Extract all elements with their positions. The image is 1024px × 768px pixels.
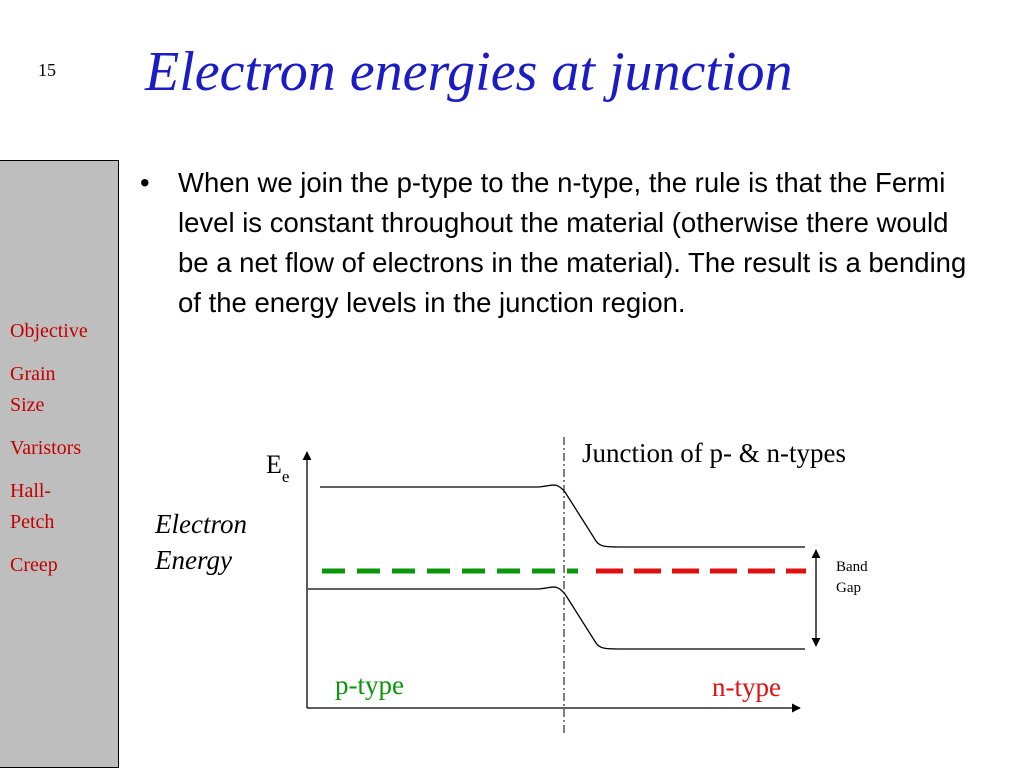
junction-label: Junction of p- & n-types <box>582 438 846 468</box>
nav-item-creep[interactable]: Creep <box>10 554 58 576</box>
bullet-list: • When we join the p-type to the n-type,… <box>140 163 970 323</box>
valence-band-edge <box>308 586 805 650</box>
band-gap-label-line2: Gap <box>836 580 861 596</box>
nav-item-varistors[interactable]: Varistors <box>10 437 82 459</box>
bullet-text: When we join the p-type to the n-type, t… <box>178 167 967 318</box>
bullet-marker: • <box>140 167 150 198</box>
nav-item-objective[interactable]: Objective <box>10 320 88 342</box>
conduction-band-edge <box>320 484 805 548</box>
band-gap-label: Band Gap <box>836 557 868 599</box>
energy-axis-label-line2: Energy <box>155 545 232 575</box>
energy-axis-label-line1: Electron <box>155 509 247 539</box>
slide-number: 15 <box>38 60 56 80</box>
nav-item-grain-size[interactable]: Grain Size <box>10 363 56 416</box>
energy-axis-label: Electron Energy <box>155 506 247 578</box>
nav-item-hall-petch[interactable]: Hall-Petch <box>10 480 55 533</box>
sidebar-nav: Objective Grain Size Varistors Hall-Petc… <box>10 316 110 593</box>
bullet-item: • When we join the p-type to the n-type,… <box>140 163 970 323</box>
sidebar: Objective Grain Size Varistors Hall-Petc… <box>0 160 119 768</box>
energy-subscript: e <box>281 467 290 486</box>
slide-title: Electron energies at junction <box>145 41 793 103</box>
energy-axis-symbol: Ee <box>266 450 289 486</box>
n-type-label: n-type <box>712 672 781 702</box>
band-gap-label-line1: Band <box>836 559 868 575</box>
p-type-label: p-type <box>335 670 404 700</box>
energy-symbol: E <box>266 450 282 479</box>
